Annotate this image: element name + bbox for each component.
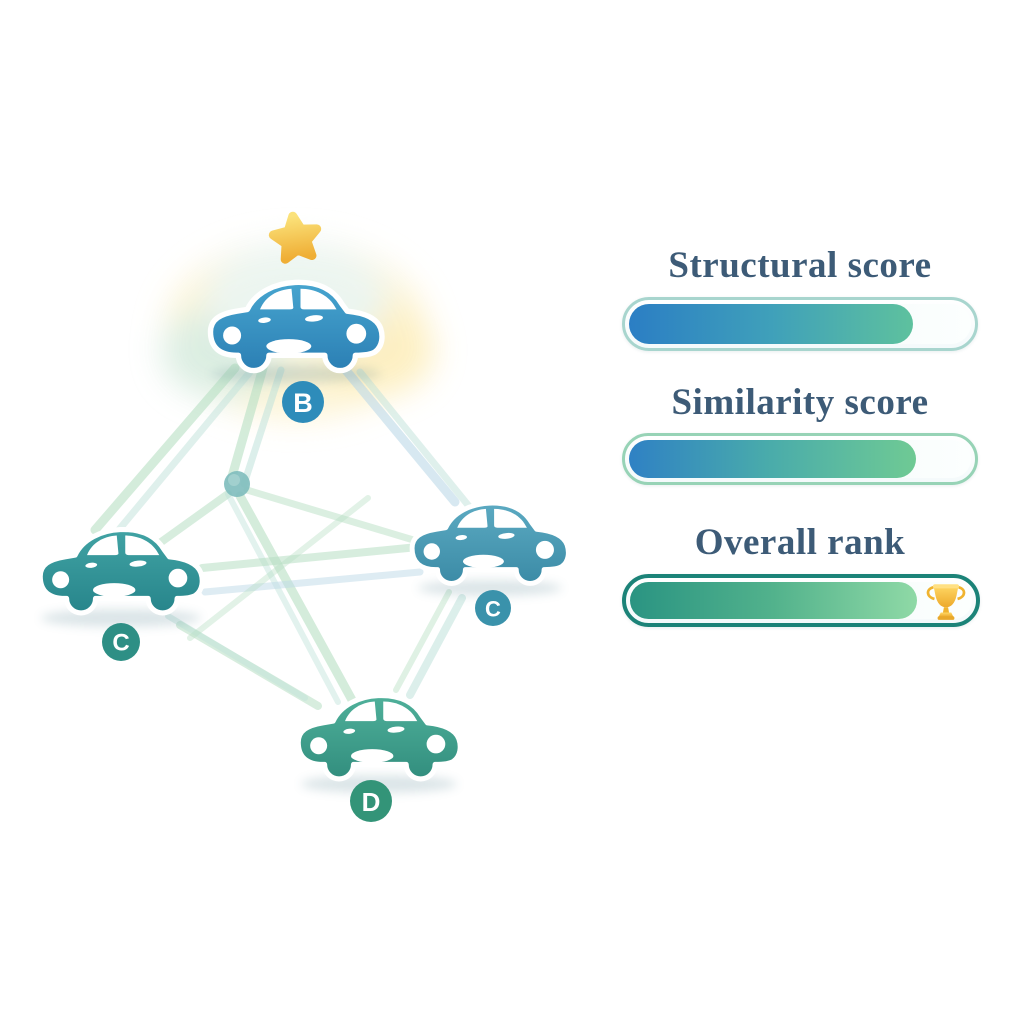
progress-fill — [629, 440, 917, 478]
edge-left-bottom — [165, 613, 308, 701]
car-icon — [412, 503, 568, 583]
graph-edges — [90, 363, 476, 710]
node-badge-top-label: B — [293, 388, 313, 418]
car-node-right — [412, 503, 568, 583]
car-icon — [40, 530, 202, 613]
car-icon — [298, 696, 460, 779]
edge-top-hub — [226, 363, 268, 485]
metric-similarity-score: Similarity score — [622, 381, 978, 485]
node-badge-left: C — [102, 623, 140, 661]
edge-right-bottom — [406, 594, 466, 699]
node-badge-right-label: C — [485, 597, 501, 622]
edge-cross-diagonal — [187, 495, 371, 641]
node-badge-bottom: D — [350, 780, 392, 822]
edge-hub-bottom — [235, 491, 357, 705]
edge-left-right — [198, 543, 422, 572]
score-panel: Structural score Similarity score Overal… — [622, 0, 980, 1024]
progress-fill — [630, 582, 918, 619]
star-icon — [268, 211, 322, 264]
edge-left-bottom — [176, 621, 322, 710]
edge-top-hub — [240, 366, 285, 488]
node-badge-bottom-label: D — [362, 787, 381, 817]
edge-hub-bottom — [225, 491, 341, 705]
edge-left-right — [201, 568, 424, 596]
edge-top-left — [108, 368, 254, 542]
car-node-left — [40, 530, 202, 613]
node-badge-left-label: C — [112, 630, 129, 657]
node-badge-right: C — [475, 590, 511, 626]
progress-bar-structural — [622, 297, 978, 351]
metric-overall-rank: Overall rank — [622, 521, 980, 627]
metric-title: Similarity score — [671, 382, 929, 423]
metric-title: Structural score — [668, 245, 932, 286]
progress-bar-similarity — [622, 433, 978, 485]
edge-right-bottom — [393, 589, 452, 693]
car-node-bottom — [298, 696, 460, 779]
trophy-icon — [926, 583, 966, 620]
progress-fill — [629, 304, 913, 344]
progress-track — [629, 304, 971, 344]
edge-hub-left — [146, 490, 232, 554]
progress-track — [630, 582, 972, 620]
edge-top-right — [339, 363, 460, 507]
progress-track — [629, 440, 971, 478]
metric-title: Overall rank — [694, 522, 906, 563]
edge-top-right — [356, 368, 476, 514]
node-badge-top: B — [282, 381, 324, 423]
edge-top-left — [90, 363, 240, 535]
metric-structural-score: Structural score — [622, 244, 978, 351]
junction-dot — [224, 471, 250, 497]
edge-hub-right — [243, 486, 424, 546]
progress-bar-overall — [622, 574, 980, 627]
